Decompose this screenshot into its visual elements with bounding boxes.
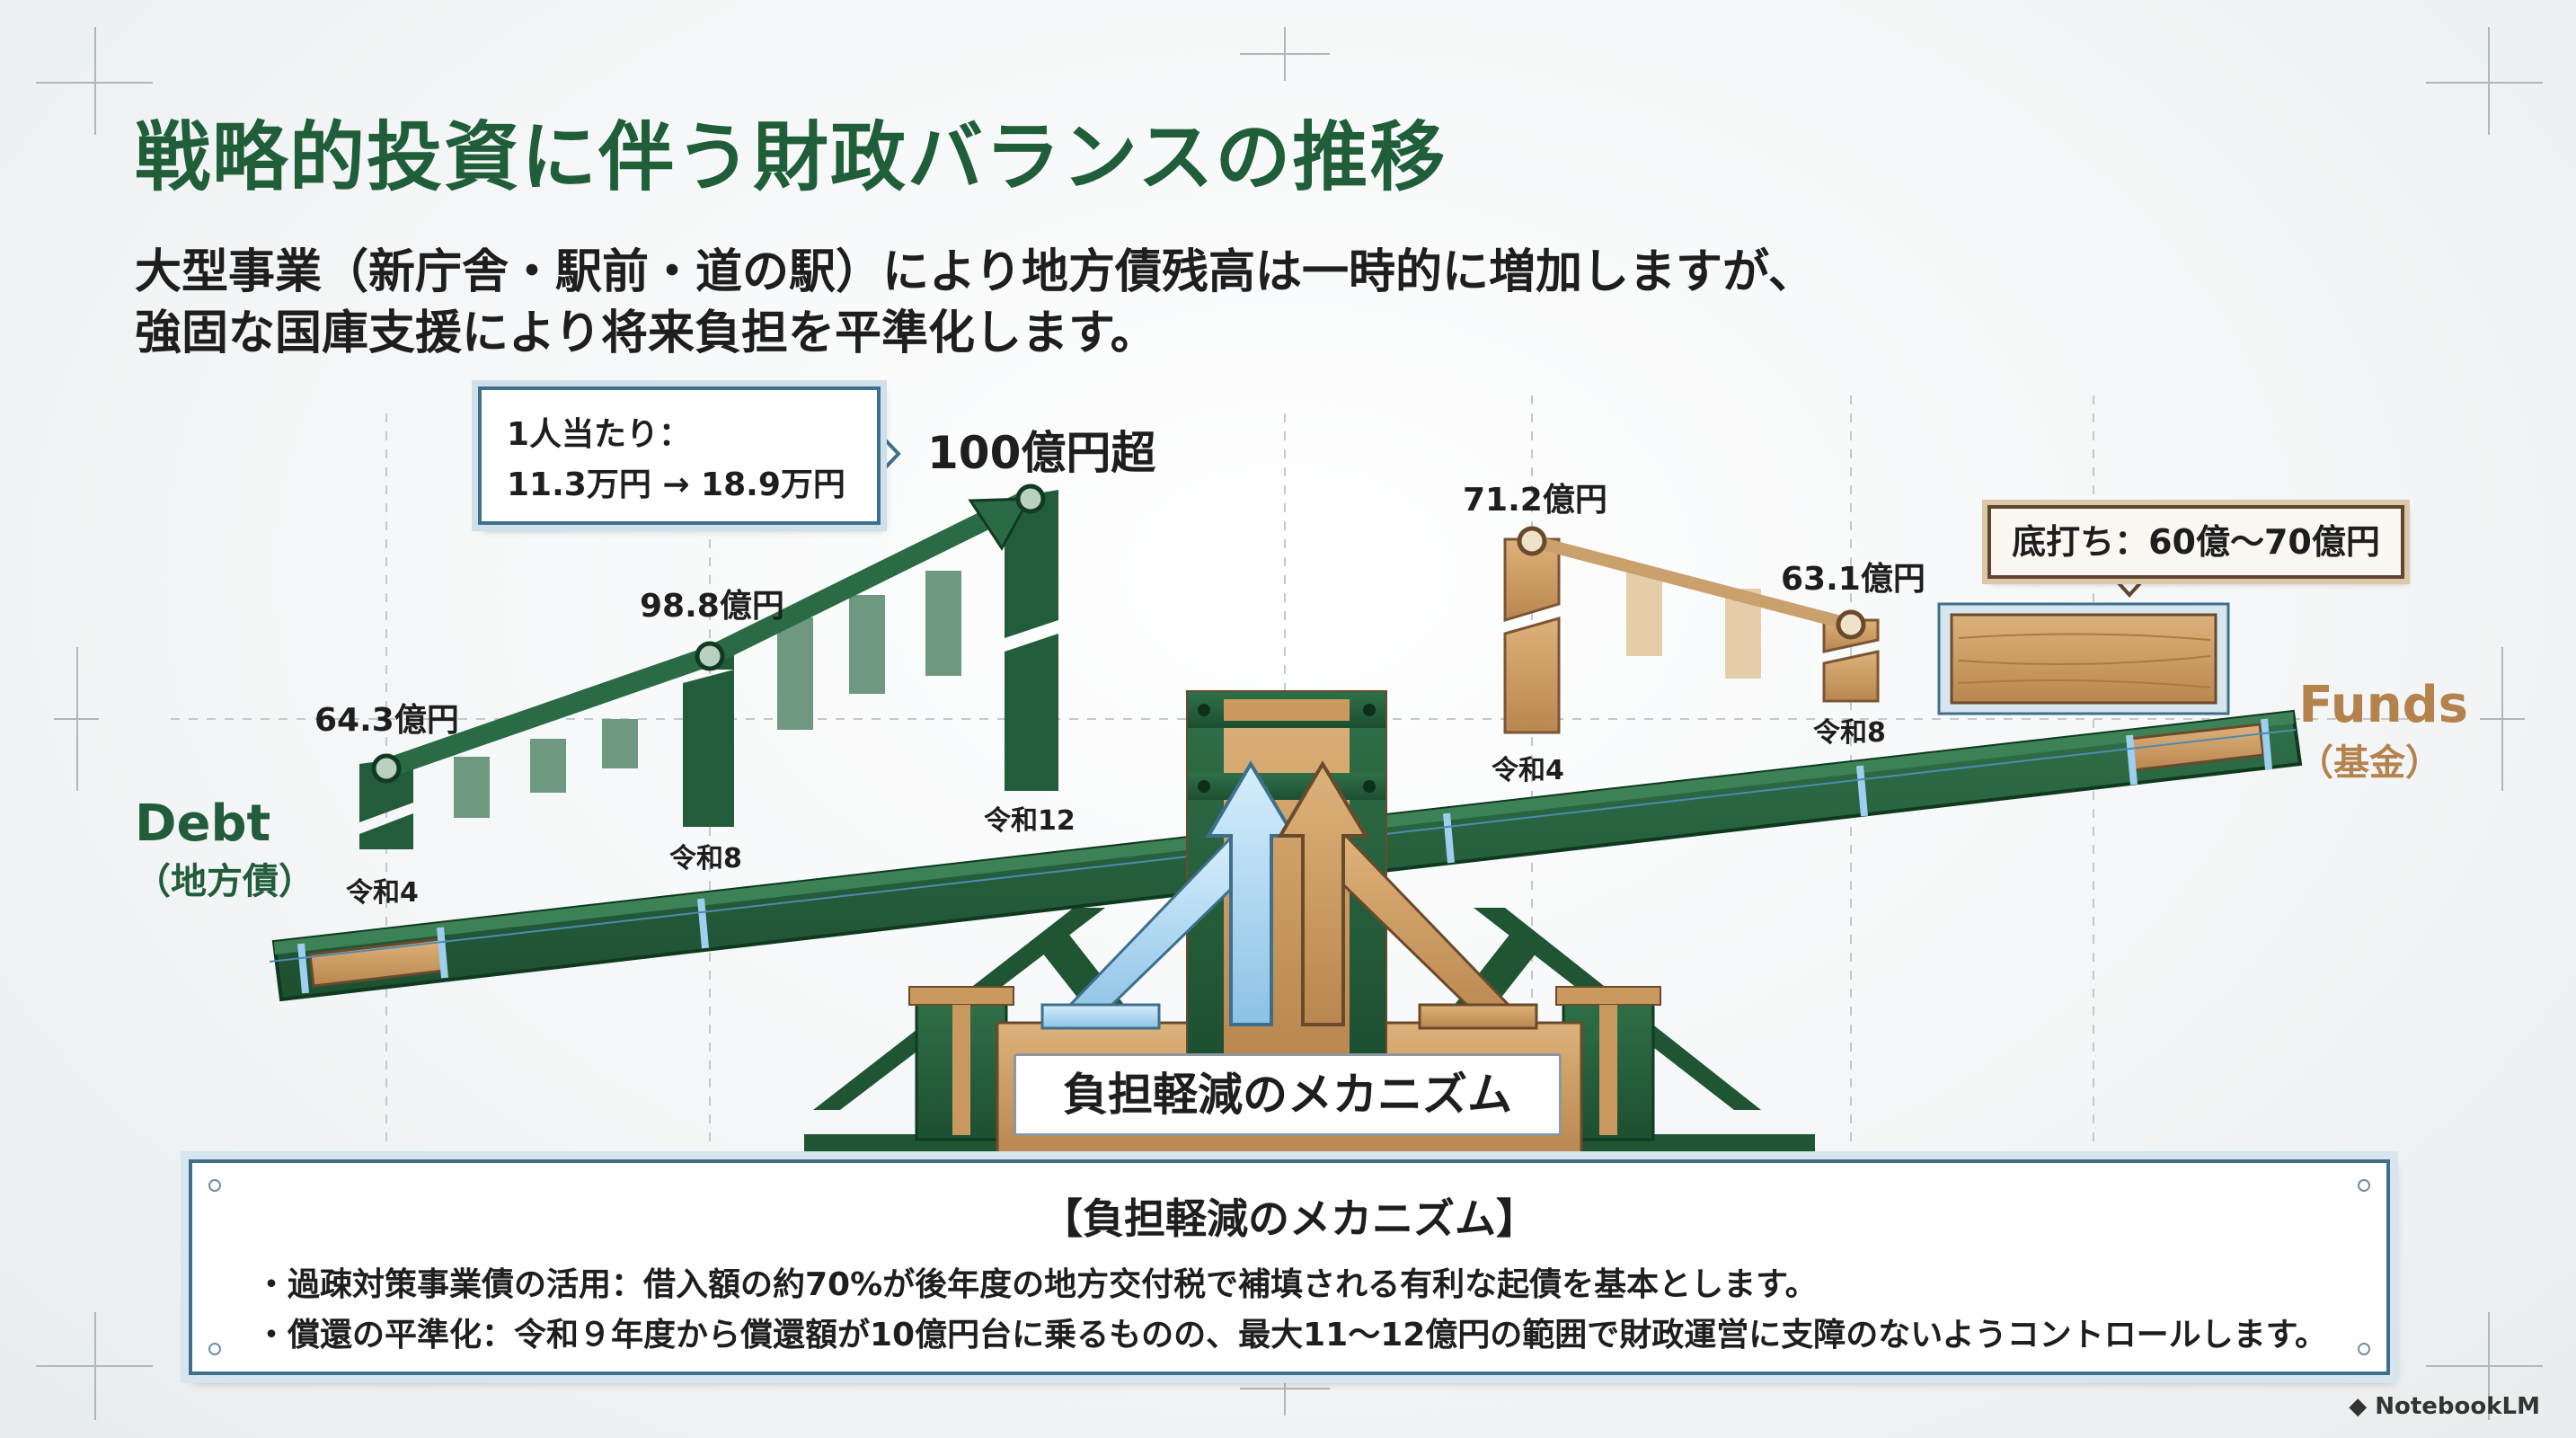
- mechanism-panel: 【負担軽減のメカニズム】 ・過疎対策事業債の活用：借入額の約70%が後年度の地方…: [189, 1159, 2390, 1375]
- funds-subheading: （基金）: [2297, 742, 2441, 784]
- debt-era-r4: 令和4: [346, 877, 419, 909]
- screw-icon: [2358, 1343, 2370, 1355]
- debt-value-r4: 64.3億円: [314, 702, 459, 739]
- per-capita-label: 1人当たり：: [507, 416, 692, 453]
- funds-points: [1517, 526, 1866, 640]
- panel-bullet-2: ・償還の平準化：令和９年度から償還額が10億円台に乗るものの、最大11～12億円…: [255, 1317, 2327, 1354]
- notebooklm-logo: ◆ NotebookLM: [2349, 1393, 2540, 1420]
- blue-support-arrow: [1205, 760, 1297, 1026]
- screw-icon: [208, 1179, 221, 1192]
- panel-title: 【負担軽減のメカニズム】: [1041, 1194, 1537, 1243]
- beam-bands: [297, 718, 2272, 994]
- debt-subheading: （地方債）: [135, 861, 314, 902]
- funds-bottom-label: 底打ち：60億～70億円: [1987, 505, 2404, 579]
- screw-icon: [208, 1343, 221, 1355]
- subtitle-line-2: 強固な国庫支援により将来負担を平準化します。: [135, 306, 1157, 360]
- debt-bars: [359, 490, 1058, 849]
- funds-wood-block: [1950, 613, 2217, 705]
- subtitle-line-1: 大型事業（新庁舎・駅前・道の駅）により地方債残高は一時的に増加しますが、: [135, 245, 1815, 299]
- page-title: 戦略的投資に伴う財政バランスの推移: [135, 113, 1447, 201]
- funds-value-r4: 71.2億円: [1463, 482, 1607, 519]
- debt-points: [371, 484, 1046, 784]
- funds-era-r8: 令和8: [1813, 717, 1886, 749]
- panel-bullet-1: ・過疎対策事業債の活用：借入額の約70%が後年度の地方交付税で補填される有利な起…: [255, 1266, 1818, 1303]
- logo-text: NotebookLM: [2375, 1393, 2540, 1420]
- funds-trend-line: [1530, 535, 1853, 631]
- logo-mark-icon: ◆: [2349, 1393, 2376, 1420]
- screw-icon: [2358, 1179, 2370, 1192]
- wood-support-arrow: [1277, 760, 1369, 1026]
- funds-value-r8: 63.1億円: [1781, 561, 1925, 598]
- debt-heading: Debt: [135, 794, 271, 853]
- debt-value-r12: 100億円超: [927, 427, 1156, 479]
- per-capita-callout: 1人当たり： 11.3万円 → 18.9万円: [478, 386, 881, 525]
- per-capita-value: 11.3万円 → 18.9万円: [507, 466, 845, 503]
- debt-era-r8: 令和8: [669, 843, 742, 874]
- debt-value-r8: 98.8億円: [640, 588, 784, 625]
- funds-era-r4: 令和4: [1492, 755, 1564, 786]
- mechanism-plate: 負担軽減のメカニズム: [1014, 1053, 1562, 1136]
- funds-heading: Funds: [2298, 676, 2468, 734]
- debt-era-r12: 令和12: [984, 805, 1076, 837]
